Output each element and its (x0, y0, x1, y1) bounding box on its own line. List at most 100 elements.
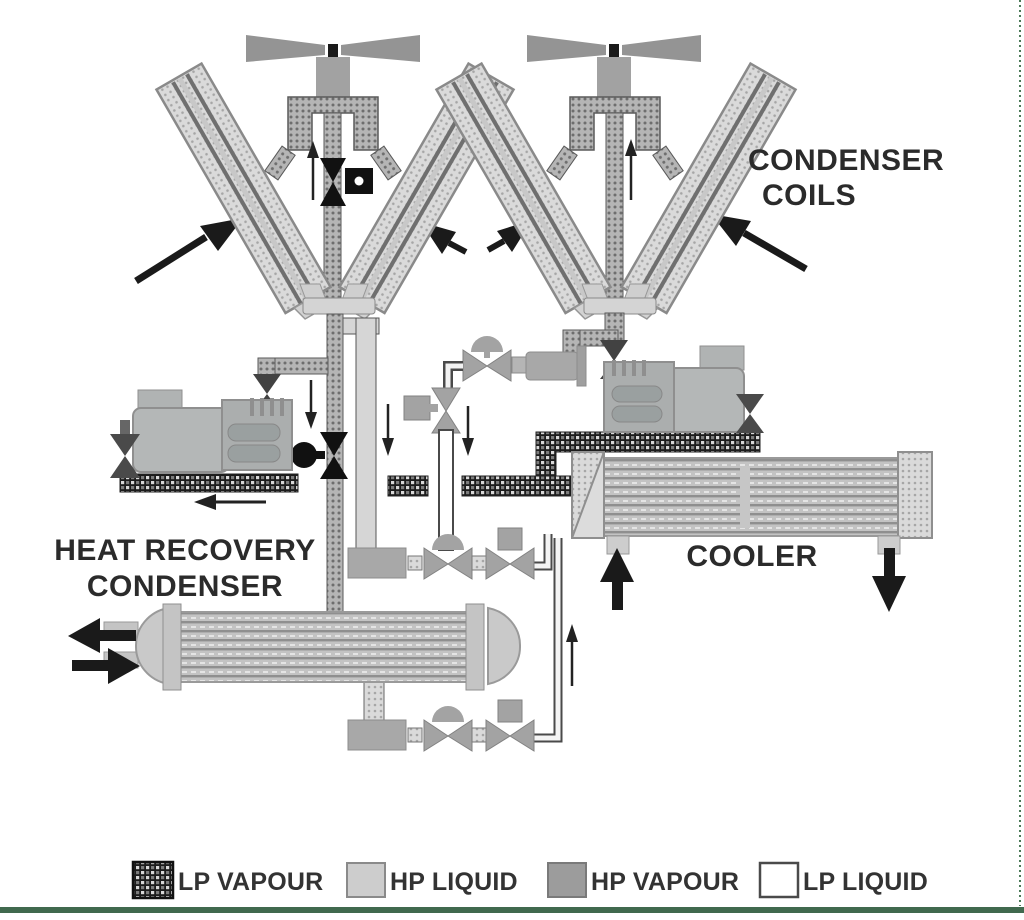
water-out-head (68, 618, 100, 653)
header-leg (370, 145, 402, 181)
collector-right (583, 297, 657, 315)
cylinder (227, 444, 281, 463)
compressor-motor (667, 367, 745, 433)
hrc-left-dome (134, 606, 169, 686)
header-leg (546, 145, 578, 181)
suction-line-left (119, 473, 299, 493)
liquid-header (347, 547, 407, 579)
suction-line-right (535, 431, 761, 453)
water-out-shaft (884, 548, 895, 578)
label-condenser-coils-line2: COILS (762, 179, 856, 212)
heat-recovery-valve (291, 432, 348, 479)
coupling (471, 727, 487, 743)
collector-left (302, 297, 376, 315)
dome-actuator-icon (432, 534, 464, 550)
flow-arrows (305, 380, 578, 686)
regulator-elbow-inner (445, 363, 463, 390)
legend-label-hp-liquid: HP LIQUID (390, 868, 518, 896)
lp-liquid-riser-upper (534, 534, 551, 569)
hp-liquid-downcomer (355, 317, 377, 549)
cylinder (227, 423, 281, 442)
discharge-line-right (403, 312, 628, 434)
square-actuator-icon (403, 395, 431, 421)
expansion-valve (447, 547, 473, 580)
hrc-right-dome (487, 606, 522, 686)
fan-left-icon (246, 35, 420, 97)
flow-arrow-left-head (194, 494, 216, 510)
coupling (471, 555, 487, 571)
air-arrow-left-shaft (134, 234, 208, 284)
label-heat-recovery-line1: HEAT RECOVERY (54, 534, 316, 567)
solenoid-valve-vertical (403, 387, 461, 434)
legend: LP VAPOUR HP LIQUID HP VAPOUR LP LIQUID (131, 860, 928, 900)
lp-liquid-drop-pipe (438, 429, 454, 551)
condenser-unit-left (155, 35, 515, 328)
suction-line-segment (461, 475, 573, 497)
expansion-valve (423, 719, 449, 752)
air-arrow-right-head (711, 214, 751, 246)
condenser-unit-right (435, 35, 797, 328)
legend-swatch-lp-liquid (758, 861, 800, 899)
expansion-valve (423, 547, 449, 580)
heat-recovery-condenser (68, 603, 522, 725)
fan-right-icon (527, 35, 701, 97)
cooler-water-arrows (600, 548, 906, 612)
riser-pipe-right (605, 112, 624, 301)
cooler-right-end-box (897, 451, 933, 539)
water-out-shaft (98, 630, 136, 641)
pressure-regulator-valve (462, 336, 512, 382)
label-cooler: COOLER (686, 540, 817, 573)
water-in-shaft (612, 578, 623, 610)
up-arrow-head (307, 141, 319, 158)
down-arrow (462, 438, 474, 456)
coupling (407, 727, 423, 743)
cylinder (611, 405, 663, 423)
label-condenser-coils-line1: CONDENSER (748, 144, 944, 177)
riser-pipe-left (323, 112, 342, 301)
solenoid-valve (509, 719, 535, 752)
air-arrow-right-shaft (742, 229, 808, 273)
muffler-end-plate (576, 345, 587, 387)
legend-swatch-hp-liquid (346, 862, 386, 898)
compressor-motor (132, 407, 230, 473)
legend-label-lp-liquid: LP LIQUID (803, 868, 928, 896)
air-arrow-midleft-shaft (447, 240, 468, 255)
header-leg (264, 145, 296, 181)
square-actuator-icon (497, 527, 523, 551)
compressor-right (387, 345, 764, 497)
solenoid-valve (509, 547, 535, 580)
up-arrow (566, 624, 578, 642)
expansion-valve (447, 719, 473, 752)
diagram-labels: CONDENSER COILS HEAT RECOVERY CONDENSER … (54, 144, 944, 603)
water-out-head (872, 576, 906, 612)
water-in-head (108, 648, 140, 684)
head-pressure-valve (320, 158, 373, 206)
liquid-valve-train-upper (347, 527, 535, 580)
lp-liquid-pipes (438, 429, 563, 743)
hrc-water-arrows (68, 618, 140, 684)
legend-swatch-hp-vapour (547, 862, 587, 898)
suction-line-segment (387, 475, 429, 497)
hrc-bottom-outlet (363, 679, 385, 725)
liquid-valve-train-lower (347, 699, 535, 752)
label-heat-recovery-line2: CONDENSER (87, 570, 283, 603)
dome-actuator-icon (471, 336, 503, 352)
down-arrow (305, 412, 317, 429)
bottom-edge-line (0, 907, 1024, 913)
air-arrow-midright-shaft (486, 238, 506, 253)
discharge-header-left (287, 96, 379, 151)
dome-actuator-icon (432, 706, 464, 722)
header-leg (652, 145, 684, 181)
solenoid-valve (485, 547, 511, 580)
hrc-right-flange (465, 603, 485, 691)
coupling (407, 555, 423, 571)
cooler (571, 451, 933, 612)
solenoid-valve (485, 719, 511, 752)
liquid-header (347, 719, 407, 751)
discharge-header-right (569, 96, 661, 151)
compressor-left (110, 389, 299, 510)
square-actuator-icon (497, 699, 523, 723)
